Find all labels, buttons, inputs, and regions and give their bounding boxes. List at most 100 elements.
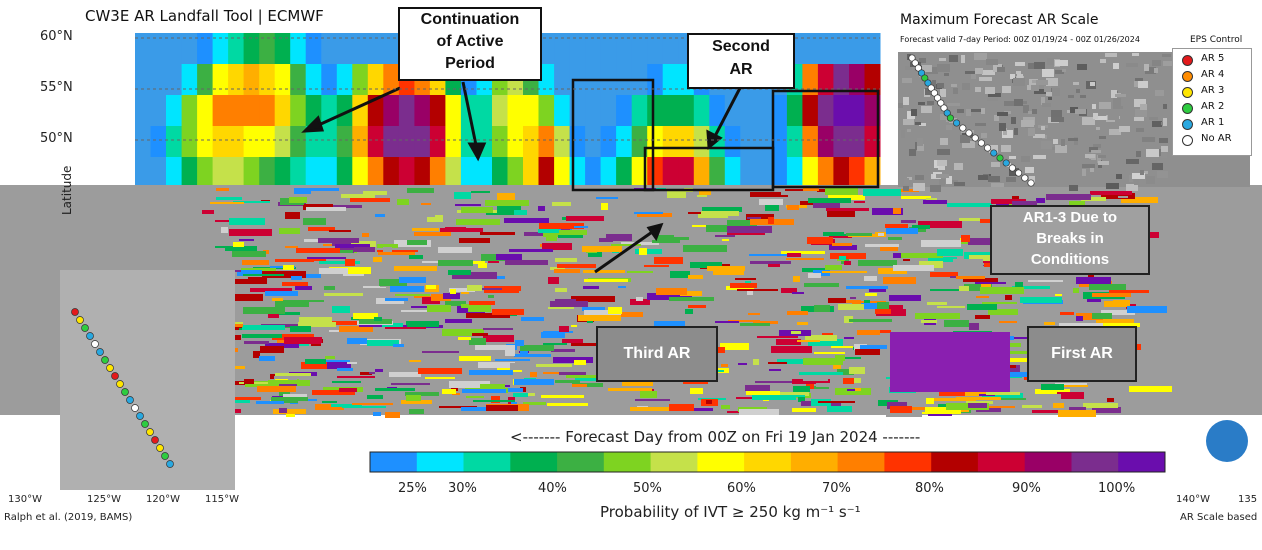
terrain-speck — [927, 101, 934, 105]
lat-tick-55: 55°N — [40, 80, 73, 95]
glitch-strip — [393, 344, 404, 347]
glitch-strip — [814, 352, 845, 354]
glitch-strip — [298, 300, 324, 302]
glitch-strip — [849, 319, 892, 322]
lon-tick-120w: 120°W — [146, 494, 180, 505]
legend-dot-ar4 — [1182, 71, 1193, 82]
glitch-strip — [1020, 297, 1062, 303]
glitch-strip — [422, 351, 459, 353]
glitch-strip — [530, 372, 537, 377]
heat-cell — [631, 157, 648, 189]
glitch-strip — [1053, 403, 1064, 408]
heat-cell — [290, 126, 307, 158]
glitch-strip — [504, 218, 549, 223]
glitch-strip — [808, 273, 821, 278]
heat-cell — [554, 95, 571, 127]
glitch-strip — [813, 270, 830, 276]
glitch-strip — [484, 286, 521, 293]
glitch-strip — [274, 376, 300, 379]
glitch-strip — [331, 404, 362, 407]
glitch-strip — [271, 397, 308, 403]
terrain-speck — [1055, 70, 1064, 74]
heat-cell — [429, 95, 446, 127]
glitch-strip — [827, 406, 852, 412]
glitch-strip — [835, 357, 861, 359]
glitch-strip — [514, 354, 551, 357]
glitch-strip — [1012, 201, 1037, 207]
glitch-strip — [363, 286, 386, 288]
terrain-speck — [1138, 81, 1148, 88]
heat-cell — [600, 33, 617, 65]
coast-dot — [911, 59, 919, 67]
credit-left: Ralph et al. (2019, BAMS) — [4, 512, 133, 523]
terrain-speck — [939, 179, 945, 186]
terrain-speck — [969, 109, 982, 112]
glitch-strip — [285, 212, 300, 219]
heat-cell — [755, 126, 772, 158]
glitch-strip — [369, 372, 375, 374]
glitch-strip — [232, 251, 266, 257]
heat-cell — [802, 95, 819, 127]
terrain-speck — [1014, 99, 1023, 106]
terrain-speck — [1135, 78, 1143, 81]
glitch-strip — [373, 257, 382, 262]
glitch-strip — [947, 203, 992, 207]
glitch-strip — [279, 408, 287, 413]
terrain-speck — [1093, 113, 1098, 119]
glitch-strip — [846, 286, 888, 289]
heat-cell — [414, 157, 431, 189]
terrain-speck — [1015, 105, 1023, 110]
terrain-speck — [936, 174, 949, 178]
terrain-speck — [1144, 64, 1149, 71]
heat-cell — [150, 33, 167, 65]
heat-cell — [662, 157, 679, 189]
glitch-strip — [332, 381, 361, 383]
coast-dot — [91, 340, 99, 348]
glitch-strip — [1101, 310, 1135, 315]
glitch-strip — [701, 211, 739, 216]
glitch-strip — [1031, 277, 1065, 279]
glitch-strip — [886, 228, 918, 234]
terrain-speck — [1154, 68, 1158, 73]
heat-cell — [414, 95, 431, 127]
glitch-strip — [373, 412, 381, 416]
glitch-strip — [975, 282, 1006, 284]
terrain-speck — [1152, 163, 1163, 170]
glitch-strip — [397, 199, 409, 205]
terrain-speck — [1046, 92, 1052, 96]
glitch-strip — [647, 293, 692, 300]
glitch-strip — [1089, 284, 1126, 290]
glitch-strip — [488, 261, 499, 263]
glitch-strip — [375, 369, 383, 372]
terrain-speck — [1163, 104, 1167, 109]
glitch-strip — [915, 313, 960, 319]
terrain-speck — [1032, 109, 1037, 114]
glitch-strip — [285, 246, 298, 248]
heat-cell — [849, 157, 865, 189]
heat-cell — [166, 64, 182, 96]
terrain-speck — [1006, 177, 1016, 182]
glitch-strip — [669, 404, 694, 411]
glitch-strip — [722, 239, 729, 241]
glitch-strip — [793, 386, 810, 392]
terrain-speck — [1113, 106, 1123, 109]
terrain-speck — [1011, 117, 1016, 124]
terrain-speck — [1163, 118, 1167, 126]
heat-cell — [212, 95, 229, 127]
glitch-strip — [921, 240, 961, 247]
glitch-strip — [750, 261, 791, 264]
callout-continuation-line3: Period — [445, 55, 495, 72]
glitch-strip — [265, 343, 299, 348]
terrain-speck — [1109, 129, 1121, 135]
heat-cell — [616, 126, 633, 158]
heat-cell — [259, 33, 276, 65]
heat-cell — [740, 157, 757, 189]
heat-cell — [414, 126, 431, 158]
terrain-speck — [1013, 78, 1025, 86]
heat-cell — [181, 157, 198, 189]
glitch-strip — [315, 362, 351, 367]
glitch-strip — [644, 265, 669, 267]
terrain-speck — [1001, 145, 1011, 152]
heat-cell — [228, 157, 245, 189]
